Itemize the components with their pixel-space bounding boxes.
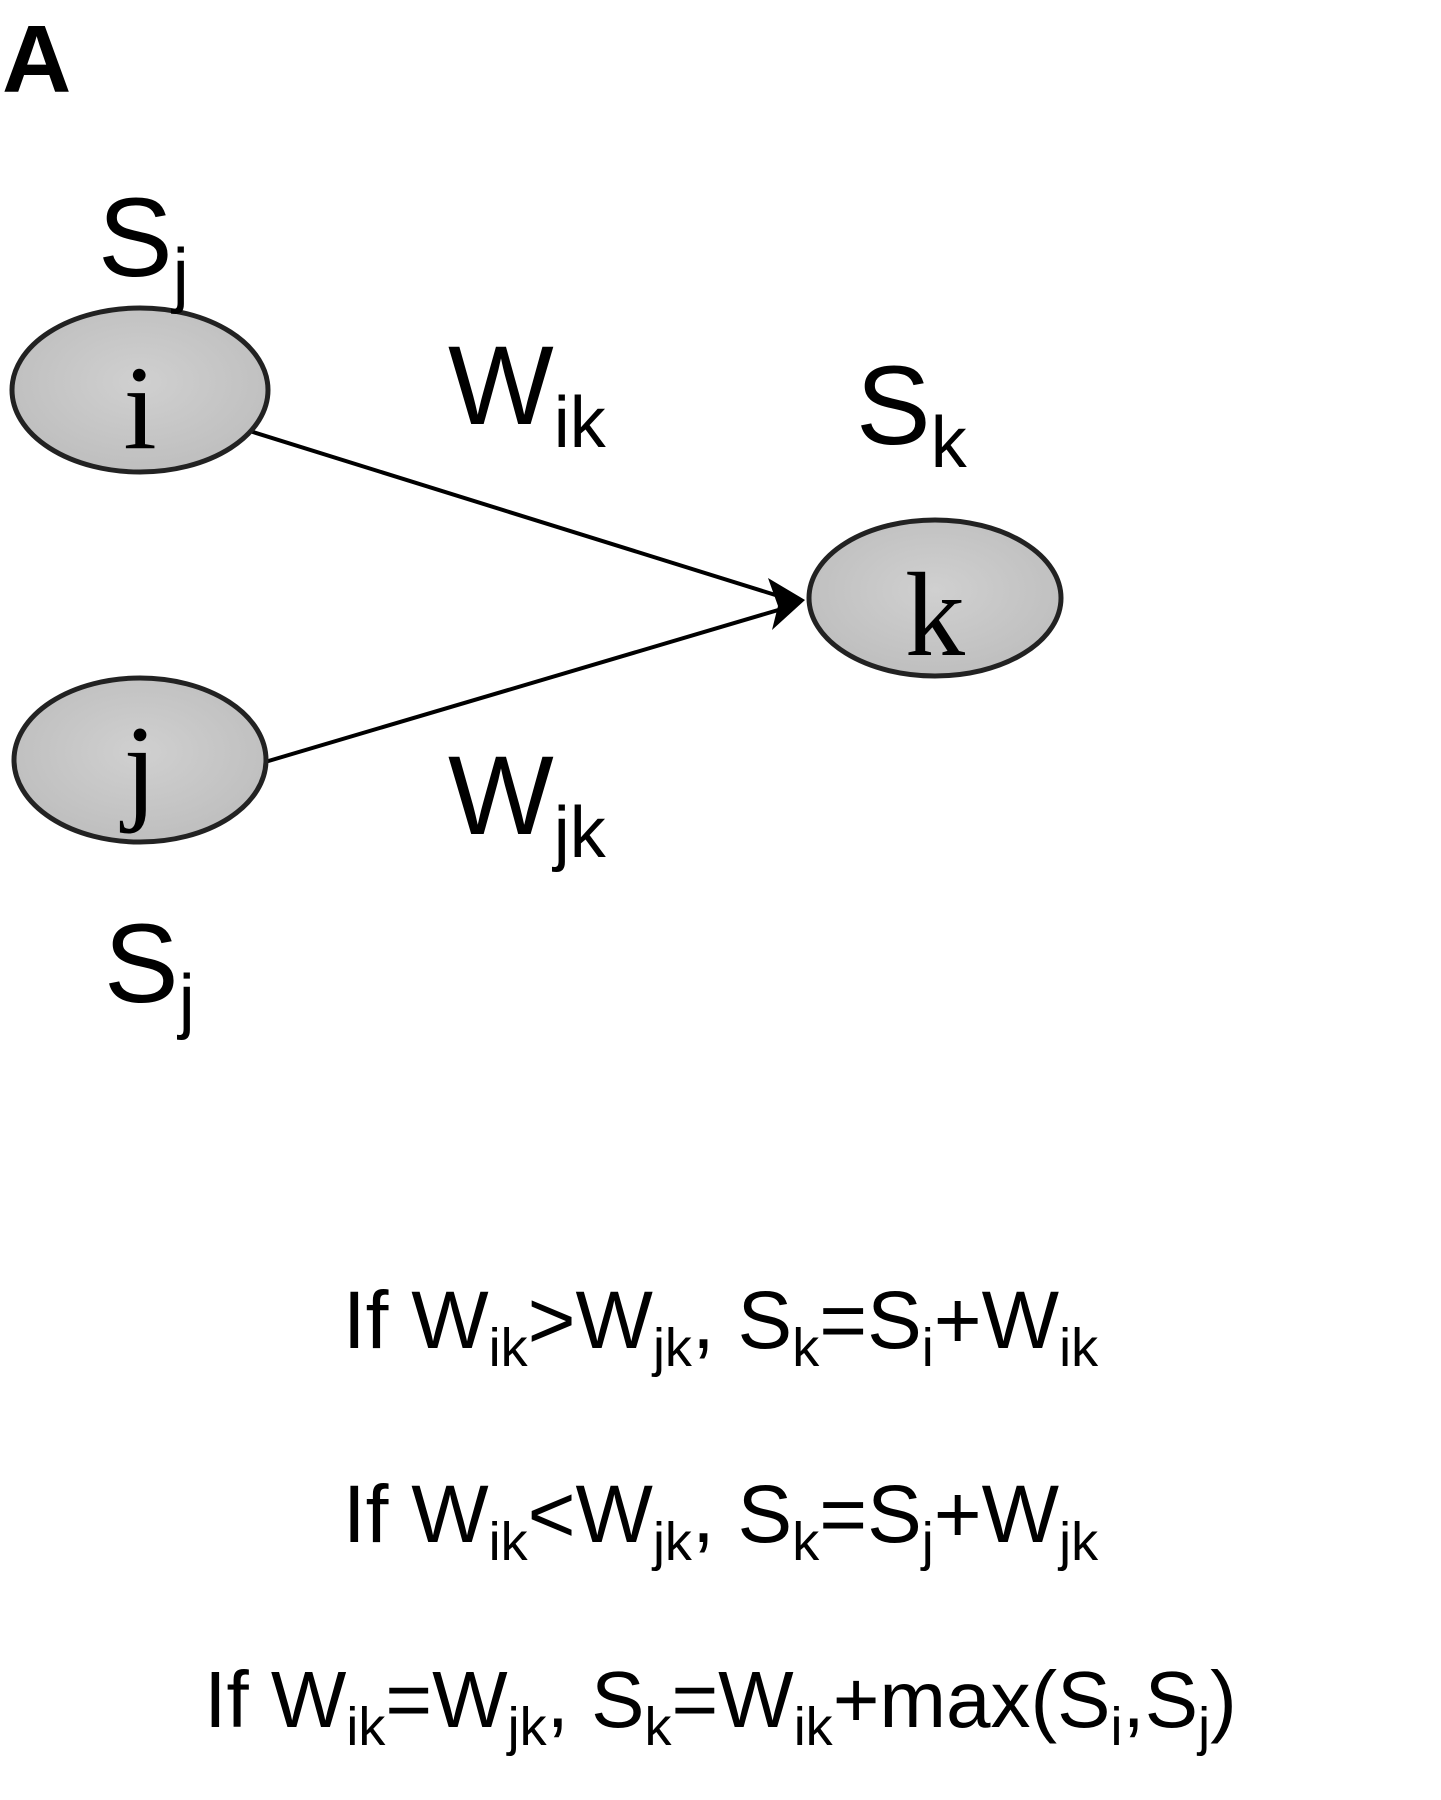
- eq1-sub: k: [792, 1318, 820, 1379]
- eq1-sub: ik: [488, 1318, 528, 1379]
- eq1-part: , S: [691, 1275, 793, 1366]
- eq1-part: >W: [527, 1275, 653, 1366]
- node-i-label: i: [123, 341, 156, 474]
- weight-label-ik-base: W: [448, 323, 554, 448]
- weight-label-jk: Wjk: [448, 740, 606, 870]
- eq1-part: +W: [933, 1275, 1060, 1366]
- eq2-sub: ik: [488, 1512, 528, 1573]
- eq3-part: =W: [671, 1655, 794, 1744]
- eq2-part: +W: [933, 1469, 1060, 1560]
- weight-label-jk-sub: jk: [553, 793, 606, 874]
- eq3-part: =W: [385, 1655, 508, 1744]
- weight-label-jk-base: W: [448, 733, 554, 858]
- eq1-sub: jk: [652, 1318, 692, 1379]
- equation-2: If Wik<Wjk, Sk=Sj+Wjk: [0, 1474, 1441, 1570]
- eq1-sub: ik: [1059, 1318, 1099, 1379]
- eq2-sub: k: [792, 1512, 820, 1573]
- state-label-k-base: S: [856, 343, 931, 468]
- edge-jk: [264, 606, 786, 764]
- eq1-part: =S: [819, 1275, 922, 1366]
- eq1-part: If W: [342, 1275, 489, 1366]
- edge-arrowhead: [768, 578, 805, 630]
- eq2-part: <W: [527, 1469, 653, 1560]
- eq2-part: , S: [691, 1469, 793, 1560]
- state-label-bottom: Sj: [104, 908, 195, 1038]
- weight-label-ik-sub: ik: [553, 383, 606, 464]
- eq2-part: If W: [342, 1469, 489, 1560]
- eq2-sub: jk: [652, 1512, 692, 1573]
- eq3-part: If W: [204, 1655, 347, 1744]
- eq3-part: , S: [546, 1655, 645, 1744]
- eq2-sub: j: [921, 1512, 934, 1573]
- state-label-k-sub: k: [930, 403, 967, 484]
- equation-1: If Wik>Wjk, Sk=Si+Wik: [0, 1280, 1441, 1376]
- weight-label-ik: Wik: [448, 330, 606, 460]
- eq3-sub: j: [1198, 1697, 1211, 1758]
- eq1-sub: i: [921, 1318, 934, 1379]
- state-label-bottom-base: S: [104, 901, 179, 1026]
- node-j: [11, 675, 269, 845]
- eq3-sub: ik: [793, 1697, 833, 1758]
- state-label-top-base: S: [98, 175, 173, 300]
- edge-ik: [239, 426, 786, 600]
- state-label-top: Sj: [98, 182, 189, 312]
- node-i: [9, 305, 271, 475]
- eq3-sub: i: [1110, 1697, 1123, 1758]
- state-label-k: Sk: [856, 350, 967, 480]
- node-k-label: k: [905, 548, 965, 681]
- equation-3: If Wik=Wjk, Sk=Wik+max(Si,Sj): [0, 1660, 1441, 1755]
- state-label-top-sub: j: [172, 235, 189, 316]
- node-j-label: j: [119, 701, 156, 834]
- eq2-sub: jk: [1059, 1512, 1099, 1573]
- eq3-sub: ik: [346, 1697, 386, 1758]
- eq3-sub: jk: [507, 1697, 547, 1758]
- state-label-bottom-sub: j: [178, 961, 195, 1042]
- eq3-part: +max(S: [832, 1655, 1111, 1744]
- eq3-part: ): [1210, 1655, 1237, 1744]
- node-k: [806, 517, 1064, 679]
- eq3-sub: k: [644, 1697, 672, 1758]
- eq2-part: =S: [819, 1469, 922, 1560]
- panel-label: A: [2, 6, 72, 113]
- eq3-part: ,S: [1122, 1655, 1199, 1744]
